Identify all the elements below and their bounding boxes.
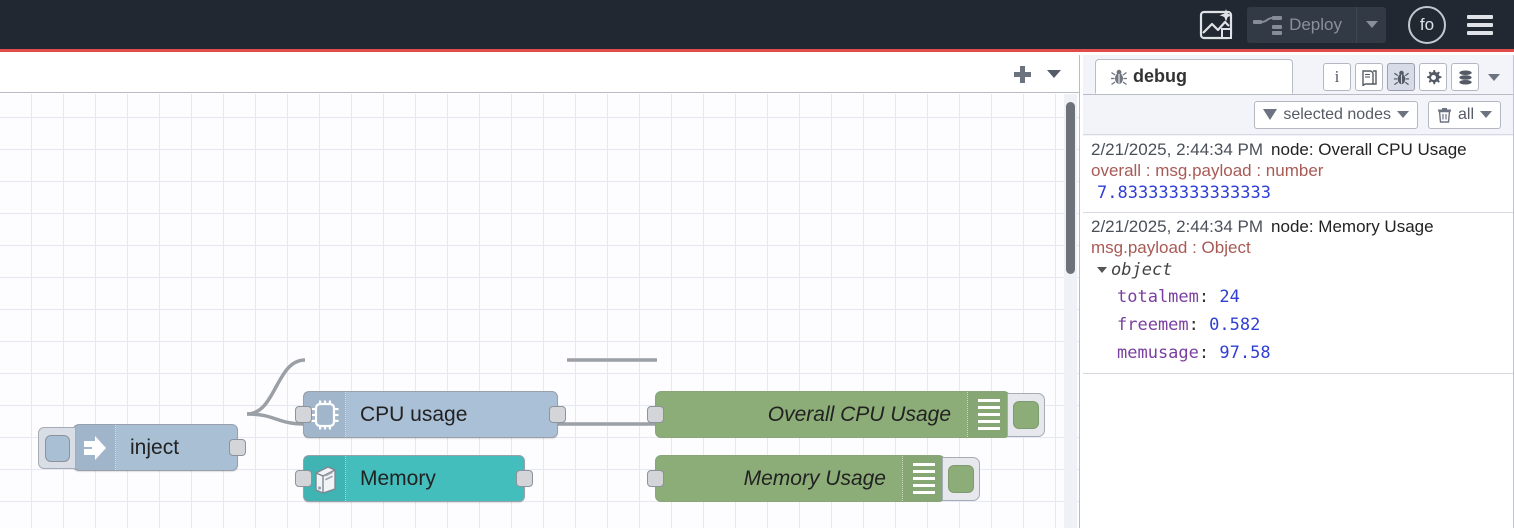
sidebar-tool-icons: i — [1323, 63, 1505, 91]
property-key: totalmem — [1117, 286, 1199, 307]
debug-topic: overall : msg.payload : number — [1091, 161, 1324, 180]
debug-object-property: totalmem: 24 — [1117, 286, 1240, 307]
node-output-port[interactable] — [516, 469, 533, 487]
debug-value: 7.833333333333333 — [1097, 183, 1271, 204]
user-avatar[interactable]: fo — [1408, 5, 1446, 44]
deploy-button[interactable]: Deploy — [1247, 6, 1386, 43]
inject-trigger-button[interactable] — [38, 427, 76, 469]
node-output-port[interactable] — [229, 438, 246, 456]
expand-collapse-caret-icon[interactable] — [1097, 267, 1107, 274]
clear-label: all — [1457, 105, 1474, 123]
add-flow-plus-icon[interactable] — [1005, 57, 1039, 91]
property-value: 0.582 — [1209, 314, 1261, 335]
inject-arrow-icon — [74, 425, 116, 470]
top-header: Deploy fo — [0, 0, 1514, 52]
flow-tab-bar — [0, 55, 1079, 93]
config-gear-icon[interactable] — [1419, 63, 1447, 91]
debug-object-root[interactable]: object — [1091, 258, 1513, 283]
trash-icon — [1437, 107, 1451, 123]
property-key: memusage — [1117, 342, 1199, 363]
property-value: 24 — [1219, 286, 1240, 307]
debug-topic: msg.payload : Object — [1091, 237, 1251, 257]
hamburger-menu-icon[interactable] — [1464, 9, 1496, 41]
flow-node-memory[interactable]: Memory — [295, 455, 533, 502]
debug-lines-icon — [902, 456, 944, 501]
deploy-dropdown-chevron-down-icon[interactable] — [1356, 6, 1386, 43]
debug-node-name: Overall CPU Usage — [1318, 140, 1467, 159]
node-label: Overall CPU Usage — [767, 402, 951, 426]
debug-source-node: node: Overall CPU Usage — [1263, 140, 1467, 159]
debug-node-name: Memory Usage — [1318, 216, 1434, 236]
image-sparkle-icon[interactable] — [1195, 6, 1237, 44]
node-output-port[interactable] — [549, 405, 566, 423]
node-input-port[interactable] — [647, 405, 664, 423]
flow-node-inject[interactable]: inject — [38, 424, 246, 471]
debug-node-prefix: node: — [1271, 140, 1319, 159]
debug-toggle-face — [948, 465, 974, 493]
canvas-vertical-scrollbar[interactable] — [1064, 94, 1077, 528]
flow-node-debug-overall-cpu-usage[interactable]: Overall CPU Usage — [647, 391, 1045, 438]
debug-source-node: node: Memory Usage — [1263, 217, 1434, 236]
debug-enable-toggle[interactable] — [942, 457, 980, 501]
bug-icon — [1111, 69, 1127, 85]
node-label: inject — [130, 435, 180, 459]
chevron-down-icon — [1396, 111, 1409, 118]
node-input-port[interactable] — [647, 469, 664, 487]
node-input-port[interactable] — [295, 405, 312, 423]
tab-debug-label: debug — [1133, 66, 1187, 86]
debug-object-label: object — [1111, 260, 1173, 281]
deploy-label: Deploy — [1289, 14, 1342, 34]
node-label: CPU usage — [360, 402, 468, 426]
info-glyph: i — [1334, 67, 1340, 86]
debug-node-prefix: node: — [1271, 216, 1319, 236]
flow-node-cpu-usage[interactable]: CPU usage — [295, 391, 566, 438]
flow-workspace: inject CPU usage — [0, 55, 1080, 528]
flow-canvas[interactable]: inject CPU usage — [0, 94, 1079, 528]
sidebar-tab-bar: debug i — [1083, 55, 1513, 95]
tab-debug[interactable]: debug — [1095, 59, 1293, 94]
debug-timestamp: 2/21/2025, 2:44:34 PM — [1091, 216, 1264, 236]
context-data-icon[interactable] — [1451, 63, 1479, 91]
help-book-icon[interactable] — [1355, 63, 1383, 91]
clear-messages-button[interactable]: all — [1427, 100, 1501, 129]
right-sidebar: debug i — [1083, 55, 1514, 528]
property-value: 97.58 — [1219, 342, 1271, 363]
debug-timestamp: 2/21/2025, 2:44:34 PM — [1091, 140, 1264, 159]
funnel-icon — [1263, 109, 1278, 120]
info-icon[interactable]: i — [1323, 63, 1351, 91]
debug-bug-icon[interactable] — [1387, 63, 1415, 91]
inject-button-face — [44, 434, 70, 462]
flow-list-chevron-down-icon[interactable] — [1039, 57, 1069, 91]
debug-filter-bar: selected nodes all — [1083, 95, 1513, 135]
filter-selected-nodes-button[interactable]: selected nodes — [1254, 100, 1418, 129]
sidebar-more-chevron-down-icon[interactable] — [1483, 63, 1505, 91]
debug-object-property: memusage: 97.58 — [1117, 342, 1271, 363]
scrollbar-thumb[interactable] — [1066, 102, 1075, 274]
property-key: freemem — [1117, 314, 1189, 335]
node-label: Memory Usage — [743, 466, 886, 490]
node-label: Memory — [360, 466, 436, 490]
chevron-down-icon — [1480, 111, 1492, 118]
flow-node-debug-memory-usage[interactable]: Memory Usage — [647, 455, 980, 502]
node-input-port[interactable] — [295, 469, 312, 487]
debug-lines-icon — [967, 392, 1009, 437]
debug-object-property: freemem: 0.582 — [1117, 314, 1261, 335]
debug-toggle-face — [1013, 401, 1039, 429]
deploy-nodes-icon — [1247, 7, 1289, 43]
debug-enable-toggle[interactable] — [1007, 393, 1045, 437]
filter-label: selected nodes — [1283, 105, 1391, 123]
